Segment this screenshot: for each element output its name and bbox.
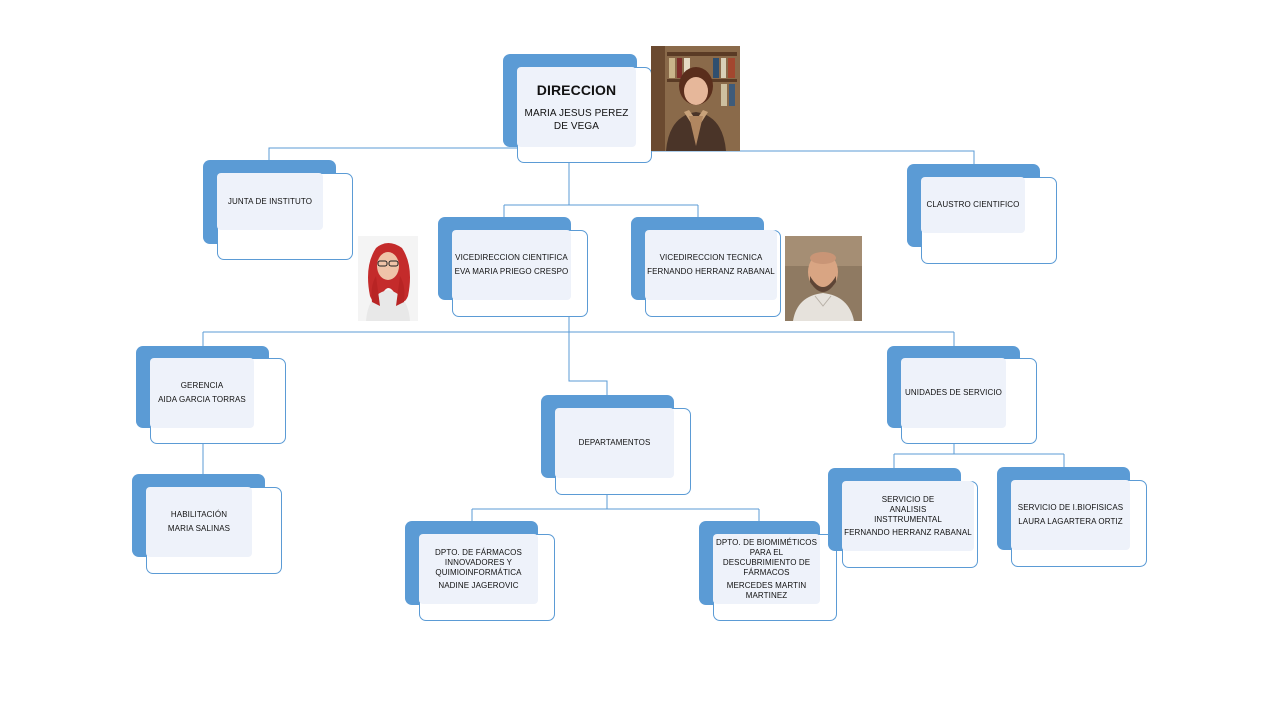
dpto-biomimeticos-title: DPTO. DE BIOMIMÉTICOS PARA EL DESCUBRIMI… — [715, 537, 818, 577]
servicio-analisis-title: SERVICIO DE ANALISIS INSTTRUMENTAL — [874, 494, 942, 524]
node-departamentos: DEPARTAMENTOS — [541, 395, 691, 495]
node-claustro-cientifico: CLAUSTRO CIENTIFICO — [907, 164, 1057, 264]
node-direccion: DIRECCION MARIA JESUS PEREZ DE VEGA — [503, 54, 652, 163]
gerencia-name: AIDA GARCIA TORRAS — [158, 395, 246, 404]
node-vicedireccion-cientifica: VICEDIRECCION CIENTIFICA EVA MARIA PRIEG… — [438, 217, 588, 317]
habilitacion-title: HABILITACIÓN — [170, 510, 228, 519]
node-dpto-farmacos: DPTO. DE FÁRMACOS INNOVADORES Y QUIMIOIN… — [405, 521, 555, 621]
node-gerencia: GERENCIA AIDA GARCIA TORRAS — [136, 346, 286, 444]
connector-departamentos — [568, 332, 608, 395]
node-unidades-servicio: UNIDADES DE SERVICIO — [887, 346, 1037, 444]
node-vicedireccion-tecnica: VICEDIRECCION TECNICA FERNANDO HERRANZ R… — [631, 217, 781, 317]
gerencia-title: GERENCIA — [180, 381, 224, 390]
node-junta-instituto: JUNTA DE INSTITUTO — [203, 160, 353, 260]
connector-direccion-claustro — [569, 150, 975, 164]
direccion-title: DIRECCION — [536, 82, 617, 98]
unidades-title: UNIDADES DE SERVICIO — [905, 388, 1002, 397]
node-servicio-biofisicas: SERVICIO DE I.BIOFISICAS LAURA LAGARTERA… — [997, 467, 1147, 567]
vice-cientifica-title: VICEDIRECCION CIENTIFICA — [455, 253, 568, 262]
vice-tecnica-name: FERNANDO HERRANZ RABANAL — [647, 267, 775, 276]
direccion-name: MARIA JESUS PEREZ DE VEGA — [524, 108, 629, 132]
node-dpto-biomimeticos: DPTO. DE BIOMIMÉTICOS PARA EL DESCUBRIMI… — [699, 521, 837, 621]
claustro-title: CLAUSTRO CIENTIFICO — [926, 200, 1020, 209]
servicio-biofisicas-title: SERVICIO DE I.BIOFISICAS — [1017, 503, 1124, 512]
photo-vicedireccion-tecnica — [785, 236, 862, 321]
vice-tecnica-title: VICEDIRECCION TECNICA — [659, 253, 763, 262]
dpto-biomimeticos-name: MERCEDES MARTIN MARTINEZ — [726, 580, 807, 600]
photo-vicedireccion-cientifica — [358, 236, 418, 321]
connector-direccion-junta — [268, 147, 569, 160]
photo-direccion — [651, 46, 740, 151]
dpto-farmacos-name: NADINE JAGEROVIC — [438, 580, 519, 590]
habilitacion-name: MARIA SALINAS — [167, 524, 231, 533]
junta-title: JUNTA DE INSTITUTO — [227, 196, 313, 206]
departamentos-title: DEPARTAMENTOS — [578, 438, 651, 447]
node-servicio-analisis: SERVICIO DE ANALISIS INSTTRUMENTAL FERNA… — [828, 468, 978, 568]
dpto-farmacos-title: DPTO. DE FÁRMACOS INNOVADORES Y QUIMIOIN… — [435, 547, 522, 577]
vice-cientifica-name: EVA MARIA PRIEGO CRESPO — [454, 267, 569, 276]
servicio-biofisicas-name: LAURA LAGARTERA ORTIZ — [1018, 517, 1123, 526]
servicio-analisis-name: FERNANDO HERRANZ RABANAL — [844, 527, 972, 537]
node-habilitacion: HABILITACIÓN MARIA SALINAS — [132, 474, 282, 574]
